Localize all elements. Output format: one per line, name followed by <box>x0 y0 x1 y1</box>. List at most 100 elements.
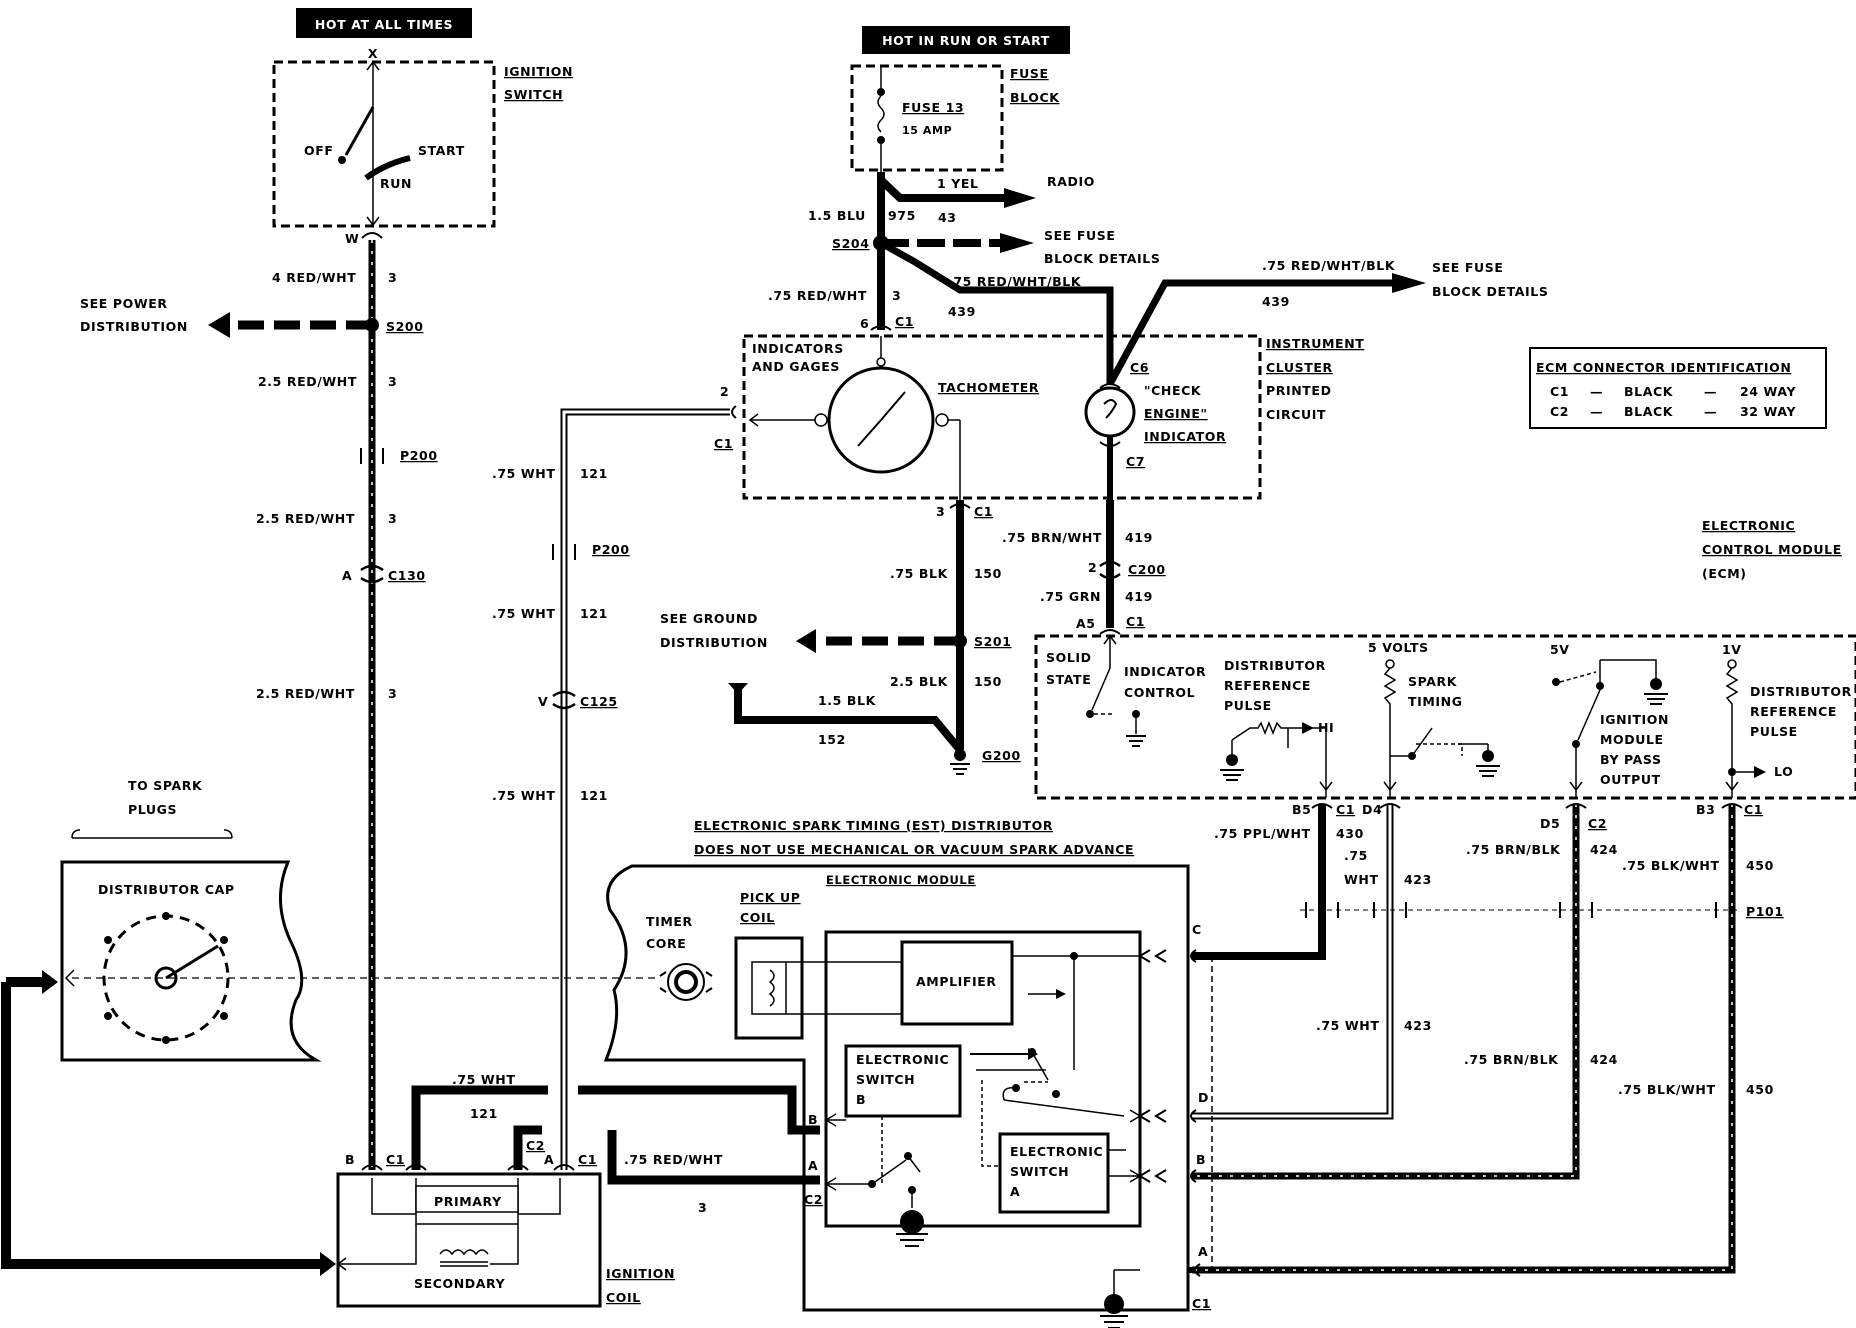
timer-2: CORE <box>646 936 686 951</box>
ground-conn-c1: C1 <box>974 504 993 519</box>
tach-p200: P200 <box>592 542 630 557</box>
ce-circuit1: 419 <box>1125 530 1153 545</box>
ignition-switch-label-2: SWITCH <box>504 87 563 102</box>
ecm-indicator-1: INDICATOR <box>1124 664 1206 679</box>
cluster-label-4: CIRCUIT <box>1266 407 1326 422</box>
ecm-id-r1-c1: C1 <box>1550 384 1569 399</box>
tach-conn-c1: C1 <box>714 436 733 451</box>
left-pin-a: A <box>342 568 352 583</box>
ecm-output-wires <box>1192 803 1743 1274</box>
ecm-5volts: 5 VOLTS <box>1368 640 1429 655</box>
electronic-module: ELECTRONIC MODULE <box>826 873 976 887</box>
ecm-distref-2: REFERENCE <box>1224 678 1311 693</box>
ecm-bypass-1: IGNITION <box>1600 712 1669 727</box>
conn-c1-top: C1 <box>895 314 914 329</box>
wht-wire-2: WHT <box>1344 872 1379 887</box>
est-heading-2: DOES NOT USE MECHANICAL OR VACUUM SPARK … <box>694 842 1134 857</box>
blkwht-circuit2: 450 <box>1746 1082 1774 1097</box>
check-1: "CHECK <box>1144 383 1202 398</box>
hot-at-all-times-text: HOT AT ALL TIMES <box>315 17 453 32</box>
coil-primary: PRIMARY <box>434 1194 502 1209</box>
ground-circuit2: 150 <box>974 674 1002 689</box>
fuse-feeds <box>870 172 1426 386</box>
ecm-label-2: CONTROL MODULE <box>1702 542 1842 557</box>
ecm-id-r2-c5: 32 WAY <box>1740 404 1796 419</box>
to-spark-2: PLUGS <box>128 802 177 817</box>
term-a-right: A <box>1198 1244 1208 1259</box>
left-wire2: 2.5 RED/WHT <box>258 374 357 389</box>
brn-wire2: .75 BRN/BLK <box>1464 1052 1559 1067</box>
left-feed-wire <box>208 232 384 1170</box>
ignition-coil <box>336 1085 820 1308</box>
blkwht-circuit: 450 <box>1746 858 1774 873</box>
ground-wiring <box>728 500 971 775</box>
timer-1: TIMER <box>646 914 693 929</box>
distributor-cap-label: DISTRIBUTOR CAP <box>98 882 235 897</box>
term-b-right: B <box>1196 1152 1206 1167</box>
rw-wire: .75 RED/WHT <box>768 288 867 303</box>
ecm-id-r1-c5: 24 WAY <box>1740 384 1796 399</box>
coil-conn-c2: C2 <box>526 1138 545 1153</box>
pickup-1: PICK UP <box>740 890 801 905</box>
left-circuit1: 3 <box>388 270 397 285</box>
pickup-2: COIL <box>740 910 775 925</box>
coil-label-2: COIL <box>606 1290 641 1305</box>
ecm-distref2-2: REFERENCE <box>1750 704 1837 719</box>
ce-conn-c1: C1 <box>1126 614 1145 629</box>
see-fuse-2-line2: BLOCK DETAILS <box>1432 284 1548 299</box>
ecm-distref-3: PULSE <box>1224 698 1272 713</box>
brn-wire: .75 BRN/BLK <box>1466 842 1561 857</box>
ecm-connector-id-table <box>1529 347 1827 429</box>
ce-circuit2: 419 <box>1125 589 1153 604</box>
ground-circuit1: 150 <box>974 566 1002 581</box>
ppl-wire: .75 PPL/WHT <box>1214 826 1311 841</box>
ecm-spark-2: TIMING <box>1408 694 1463 709</box>
switch-off: OFF <box>304 143 334 158</box>
ecm-id-r2-c2: — <box>1590 404 1603 419</box>
blkwht-wire: .75 BLK/WHT <box>1622 858 1720 873</box>
coil-pin-b: B <box>345 1152 355 1167</box>
tach-wire3: .75 WHT <box>492 788 555 803</box>
coil-pin-a: A <box>544 1152 554 1167</box>
coil-label-1: IGNITION <box>606 1266 675 1281</box>
ecm-lo: LO <box>1774 764 1793 779</box>
radio-label: RADIO <box>1047 174 1095 189</box>
rw-circuit: 3 <box>892 288 901 303</box>
pin-b5: B5 <box>1292 802 1311 817</box>
ecm-indicator-2: CONTROL <box>1124 685 1195 700</box>
tach-pin-2: 2 <box>720 384 729 399</box>
ecm-5v: 5V <box>1550 642 1570 657</box>
ecm-bypass-4: OUTPUT <box>1600 772 1661 787</box>
p101: P101 <box>1746 904 1784 919</box>
ecm-distref2-1: DISTRIBUTOR <box>1750 684 1852 699</box>
switch-run: RUN <box>380 176 412 191</box>
wht-circuit2: 423 <box>1404 1018 1432 1033</box>
ecm-id-r2-c4: — <box>1704 404 1717 419</box>
terminal-w: W <box>345 231 359 246</box>
tach-circuit3: 121 <box>580 788 608 803</box>
left-circuit2: 3 <box>388 374 397 389</box>
check-3: INDICATOR <box>1144 429 1226 444</box>
switch-a-1: ELECTRONIC <box>1010 1144 1103 1159</box>
term-d: D <box>1198 1090 1209 1105</box>
coil-conn-c1b: C1 <box>578 1152 597 1167</box>
switch-a-3: A <box>1010 1184 1020 1199</box>
splice-s200: S200 <box>386 319 424 334</box>
ground-wire3: 1.5 BLK <box>818 693 877 708</box>
ecm-solid-2: STATE <box>1046 672 1091 687</box>
fuse-block-label-1: FUSE <box>1010 66 1049 81</box>
left-wire1: 4 RED/WHT <box>272 270 356 285</box>
ce-pin-2: 2 <box>1088 560 1097 575</box>
rwb-circuit-b: 439 <box>1262 294 1290 309</box>
radio-circuit: 43 <box>938 210 957 225</box>
ground-pin-3: 3 <box>936 504 945 519</box>
check-2: ENGINE" <box>1144 406 1208 421</box>
distributor-cap <box>1 829 660 1276</box>
left-c130: C130 <box>388 568 426 583</box>
ecm-solid-1: SOLID <box>1046 650 1092 665</box>
fuse-block <box>850 64 1004 172</box>
ecm-id-r1-c2: — <box>1590 384 1603 399</box>
blu-wire: 1.5 BLU <box>808 208 866 223</box>
see-power-1: SEE POWER <box>80 296 168 311</box>
